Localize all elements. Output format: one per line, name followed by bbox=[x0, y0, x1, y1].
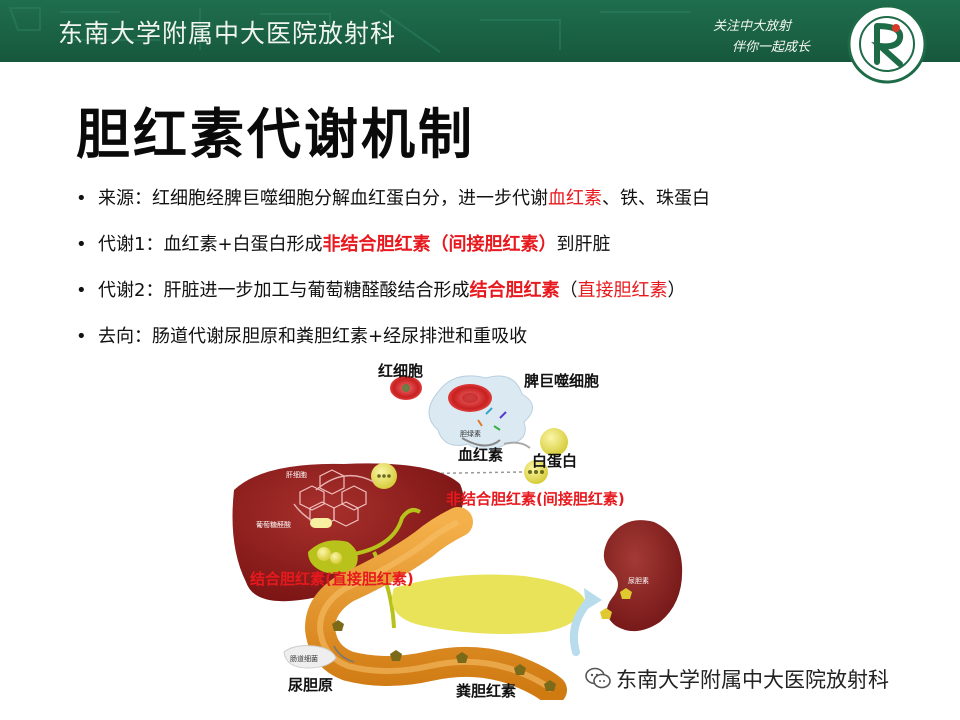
bullet-text: （ bbox=[559, 280, 578, 301]
header-title: 东南大学附属中大医院放射科 bbox=[58, 19, 397, 48]
header-slogan-line1: 关注中大放射 bbox=[713, 19, 792, 34]
gut-bacteria-cluster bbox=[283, 645, 337, 669]
label-urobilinogen: 尿胆原 bbox=[288, 676, 334, 694]
bullet-text: 、铁、珠蛋白 bbox=[602, 188, 710, 209]
liver-organ bbox=[232, 463, 464, 602]
label-macrophage: 脾巨噬细胞 bbox=[524, 372, 600, 390]
header-bar: 东南大学附属中大医院放射科 关注中大放射 伴你一起成长 bbox=[0, 0, 960, 62]
bullet-metabolism-1: • 代谢1：血红素+白蛋白形成非结合胆红素（间接胆红素）到肝脏 bbox=[76, 232, 916, 278]
bullet-text: ） bbox=[667, 280, 686, 301]
hospital-logo-seal bbox=[847, 4, 927, 84]
label-biliverdin: 胆绿素 bbox=[460, 430, 481, 438]
bullet-metabolism-2: • 代谢2：肝脏进一步加工与葡萄糖醛酸结合形成结合胆红素（直接胆红素） bbox=[76, 278, 916, 324]
bullet-highlight: 结合胆红素 bbox=[469, 280, 560, 301]
label-urobilin: 尿胆素 bbox=[628, 577, 649, 585]
bullet-highlight: 非结合胆红素（间接胆红素） bbox=[322, 234, 557, 255]
label-hepatocyte: 肝细胞 bbox=[286, 471, 307, 479]
glucuronic-capsule bbox=[310, 518, 332, 528]
label-stercobilin: 粪胆红素 bbox=[456, 682, 517, 700]
page-title: 胆红素代谢机制 bbox=[76, 103, 475, 166]
bullet-list: • 来源：红细胞经脾巨噬细胞分解血红蛋白分，进一步代谢血红素、铁、珠蛋白 • 代谢1… bbox=[76, 186, 916, 370]
bullet-text: 代谢2：肝脏进一步加工与葡萄糖醛酸结合形成 bbox=[98, 280, 470, 301]
label-heme: 血红素 bbox=[458, 446, 504, 464]
label-gut-bacteria: 肠道细菌 bbox=[290, 655, 318, 663]
diagram-artwork bbox=[232, 375, 683, 705]
label-conjugated-bilirubin: 结合胆红素(直接胆红素) bbox=[250, 570, 414, 588]
label-red-blood-cell: 红细胞 bbox=[378, 362, 424, 380]
bullet-dot: • bbox=[76, 326, 87, 347]
bilirubin-pathway-diagram: 红细胞 脾巨噬细胞 胆绿素 血红素 白蛋白 非结合胆红素(间接胆红素) 肝细胞 … bbox=[224, 356, 704, 705]
header-texture bbox=[8, 7, 690, 53]
bullet-source: • 来源：红细胞经脾巨噬细胞分解血红蛋白分，进一步代谢血红素、铁、珠蛋白 bbox=[76, 186, 916, 232]
bullet-dot: • bbox=[76, 188, 87, 209]
bullet-dot: • bbox=[76, 280, 87, 301]
label-albumin: 白蛋白 bbox=[532, 452, 578, 470]
pancreas-organ bbox=[392, 574, 586, 634]
kidney-organ bbox=[603, 520, 683, 632]
bullet-highlight: 血红素 bbox=[548, 188, 602, 209]
watermark-text: 东南大学附属中大医院放射科 bbox=[616, 668, 889, 692]
label-unconjugated-bilirubin: 非结合胆红素(间接胆红素) bbox=[446, 490, 625, 508]
albumin-ball bbox=[540, 428, 568, 456]
bullet-highlight: 直接胆红素 bbox=[577, 280, 668, 301]
bullet-text: 来源：红细胞经脾巨噬细胞分解血红蛋白分，进一步代谢 bbox=[98, 188, 548, 209]
wechat-icon bbox=[585, 667, 611, 689]
bullet-text: 到肝脏 bbox=[556, 234, 611, 255]
bullet-text: 去向：肠道代谢尿胆原和粪胆红素+经尿排泄和重吸收 bbox=[98, 326, 528, 347]
label-glucuronic-acid: 葡萄糖醛酸 bbox=[256, 521, 291, 529]
bullet-destination: • 去向：肠道代谢尿胆原和粪胆红素+经尿排泄和重吸收 bbox=[76, 324, 916, 370]
header-slogan-line2: 伴你一起成长 bbox=[732, 40, 811, 55]
bullet-dot: • bbox=[76, 234, 87, 255]
bullet-text: 代谢1：血红素+白蛋白形成 bbox=[98, 234, 323, 255]
